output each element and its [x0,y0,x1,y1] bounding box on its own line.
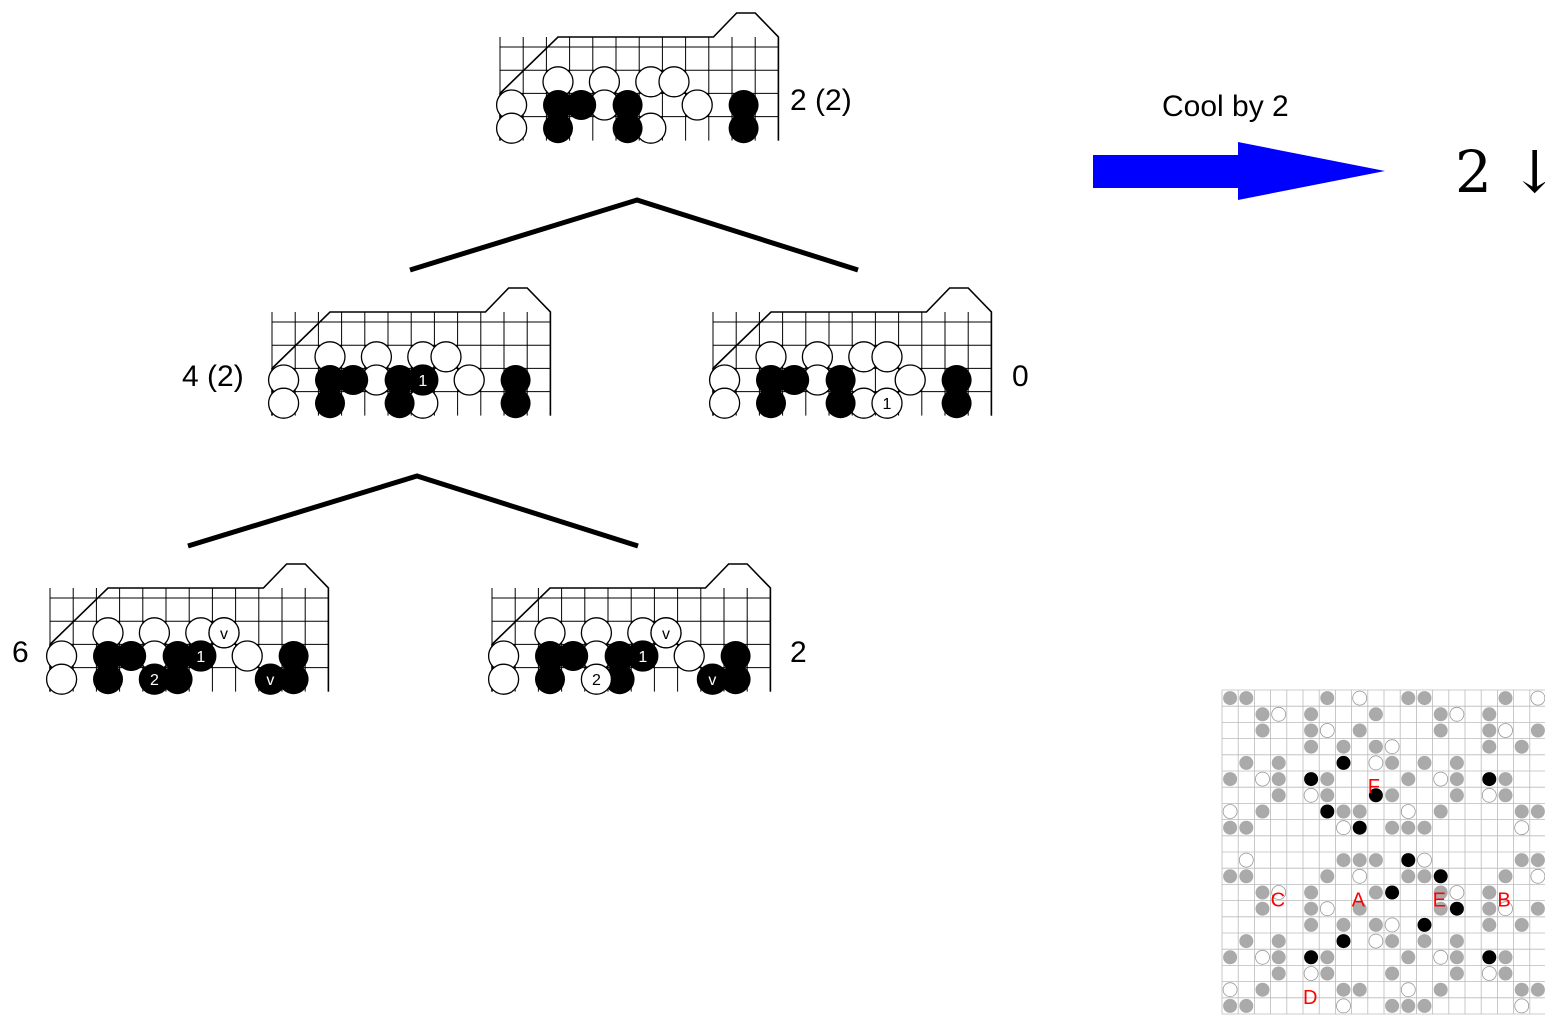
left-value-label: 4 (2) [182,360,244,393]
black-stone [315,388,345,419]
marked-stone [407,364,439,396]
black-stone [162,664,193,695]
black-stone [941,388,972,419]
black-stone [93,664,123,695]
black-stone [566,90,597,120]
marked-stone [650,617,682,649]
stone-label: 1 [883,396,892,413]
black-stone [720,664,751,695]
black-stone [535,664,565,695]
black-stone [543,90,573,120]
go-board-left-right: 1 2 v v [487,563,772,695]
go-board-right: 1 [708,287,993,419]
black-stone [384,365,415,395]
region-label: A [1352,890,1366,912]
black-stone [500,365,531,395]
black-stone [728,90,759,120]
region-label: C [1271,890,1285,912]
overview-board: A B C D E F [1221,689,1545,1015]
marked-stone [138,663,171,695]
black-stone [604,664,635,695]
stone-label: 2 [150,672,159,689]
white-stone [894,364,926,396]
black-stone [941,365,972,395]
white-stone [231,640,263,672]
black-stone [612,90,643,120]
cool-label: Cool by 2 [1162,90,1289,123]
region-label: E [1433,890,1446,912]
region-label: B [1497,890,1510,912]
stone-label: v [662,626,670,643]
marked-stone [627,640,659,672]
black-stone [728,113,759,144]
black-stone [384,388,415,419]
white-stone [871,341,903,373]
white-stone [681,89,713,121]
black-stone [825,388,856,419]
go-board-left-left: 1 2 v v [45,563,330,695]
black-stone [278,664,309,695]
black-stone [535,641,565,671]
white-stone [487,663,520,695]
cool-arrow [1093,142,1385,200]
marked-stone [580,663,613,695]
left-left-value-label: 6 [12,636,29,669]
go-board-root [495,12,780,144]
black-stone [500,388,531,419]
go-board-left: 1 [267,287,552,419]
white-stone [495,112,528,144]
black-stone [756,388,786,419]
black-stone [278,641,309,671]
white-stone [45,663,78,695]
stone-label: v [266,672,274,689]
black-stone [93,641,123,671]
black-stone [779,365,810,395]
marked-stone [185,640,217,672]
white-stone [267,387,300,419]
black-stone [543,113,573,144]
region-label: D [1303,987,1317,1009]
stone-label: 1 [196,649,205,666]
stone-label: v [220,626,228,643]
marked-stone [696,663,729,695]
black-stone [162,641,193,671]
white-stone [658,66,690,98]
stone-label: 2 [592,672,601,689]
right-value-label: 0 [1012,360,1029,393]
stone-label: 1 [418,373,427,390]
marked-stone [871,387,903,419]
white-stone [708,387,741,419]
tree-branch-root [409,197,859,273]
black-stone [558,641,589,671]
tree-branch-left [187,473,639,549]
left-right-value-label: 2 [790,636,807,669]
white-stone [430,341,462,373]
black-stone [604,641,635,671]
black-stone [720,641,751,671]
white-stone [453,364,485,396]
region-label: F [1368,776,1380,798]
black-stone [315,365,345,395]
stone-label: 1 [638,649,647,666]
black-stone [338,365,369,395]
marked-stone [208,617,240,649]
root-value-label: 2 (2) [790,84,852,117]
black-stone [116,641,147,671]
white-stone [673,640,705,672]
black-stone [612,113,643,144]
cooled-result: 2 ↓ [1455,138,1545,206]
black-stone [756,365,786,395]
black-stone [825,365,856,395]
stone-label: v [708,672,716,689]
marked-stone [254,663,287,695]
